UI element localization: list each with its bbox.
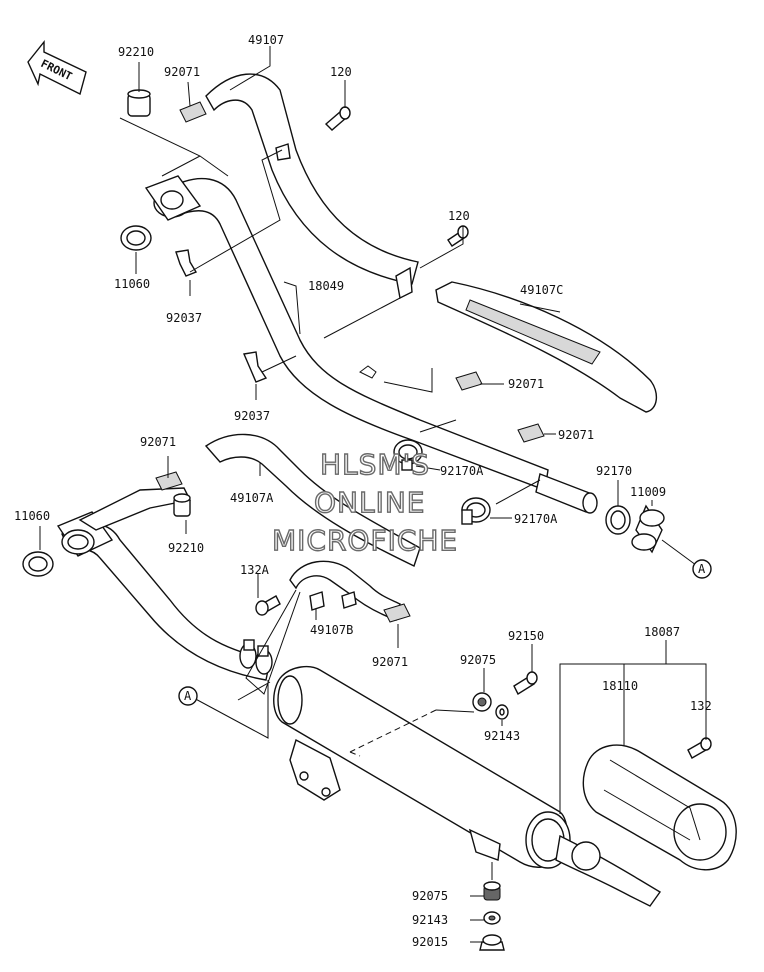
label-11009: 11009 — [630, 485, 666, 499]
clip-92071-left — [155, 471, 183, 491]
label-18087: 18087 — [644, 625, 680, 639]
clip-92071-right2 — [517, 423, 545, 443]
label-92150: 92150 — [508, 629, 544, 643]
label-18110: 18110 — [602, 679, 638, 693]
label-92143-mid: 92143 — [484, 729, 520, 743]
label-49107a: 49107A — [230, 491, 274, 505]
sleeve-11009 — [631, 504, 665, 554]
collar-92210-bottom — [173, 493, 191, 517]
label-120: 120 — [330, 65, 352, 79]
heat-shield-49107b — [289, 560, 401, 621]
joint-clamp — [239, 639, 273, 675]
callout-a-upper: A — [692, 559, 712, 579]
label-132a: 132A — [240, 563, 270, 577]
label-120-mid: 120 — [448, 209, 470, 223]
label-11060-bottom: 11060 — [14, 509, 50, 523]
label-92037-mid: 92037 — [234, 409, 270, 423]
watermark-line-2: ONLINE — [314, 486, 425, 519]
label-92071-right2: 92071 — [558, 428, 594, 442]
label-92071-left: 92071 — [140, 435, 176, 449]
collar-92210-top — [127, 89, 151, 117]
upper-header-pipe — [144, 175, 598, 514]
label-18049: 18049 — [308, 279, 344, 293]
grommet-92075-mid — [472, 692, 492, 712]
part-labels: 92210 49107 92071 120 11060 92037 120 18… — [14, 33, 712, 949]
washer-92143-bottom — [483, 911, 501, 925]
clamp-92170a-2 — [461, 497, 491, 525]
clip-92071-bottom — [383, 603, 411, 623]
watermark-line-1: HLSM'S — [320, 448, 430, 481]
muffler-body — [273, 665, 662, 907]
label-92071: 92071 — [164, 65, 200, 79]
heat-shield-49107 — [205, 73, 419, 300]
callout-a-lower: A — [178, 686, 198, 706]
label-92015: 92015 — [412, 935, 448, 949]
clip-92071-top — [179, 101, 207, 123]
clamp-92170 — [605, 505, 631, 535]
watermark-line-3: MICROFICHE — [272, 524, 458, 557]
label-92037: 92037 — [166, 311, 202, 325]
label-92071-right: 92071 — [508, 377, 544, 391]
label-92071-bottom: 92071 — [372, 655, 408, 669]
washer-92143-mid — [495, 704, 509, 720]
label-92170a-1: 92170A — [440, 464, 484, 478]
label-11060: 11060 — [114, 277, 150, 291]
clamp-92170a-1 — [393, 439, 423, 471]
grommet-92075-bottom — [483, 881, 501, 901]
svg-text:A: A — [698, 562, 706, 576]
label-92170a-2: 92170A — [514, 512, 558, 526]
nut-92015 — [479, 934, 505, 951]
tail-cover-18110 — [582, 744, 737, 871]
lower-header-pipe — [56, 487, 271, 681]
bracket-92037-mid — [243, 351, 268, 383]
heat-shield-49107a — [204, 433, 421, 567]
leader-lines — [39, 46, 707, 943]
front-arrow-icon: FRONT — [27, 40, 87, 96]
watermark: HLSM'S ONLINE MICROFICHE — [271, 447, 458, 557]
label-92075-mid: 92075 — [460, 653, 496, 667]
label-92170: 92170 — [596, 464, 632, 478]
svg-text:A: A — [184, 689, 192, 703]
clip-92071-right — [455, 371, 483, 391]
heat-shield-49107c — [435, 281, 657, 413]
label-49107: 49107 — [248, 33, 284, 47]
label-132: 132 — [690, 699, 712, 713]
label-49107c: 49107C — [520, 283, 563, 297]
bracket-92037-top — [175, 249, 198, 277]
label-92210-bottom: 92210 — [168, 541, 204, 555]
label-92075-bottom: 92075 — [412, 889, 448, 903]
label-92210: 92210 — [118, 45, 154, 59]
label-49107b: 49107B — [310, 623, 353, 637]
label-92143-bottom: 92143 — [412, 913, 448, 927]
